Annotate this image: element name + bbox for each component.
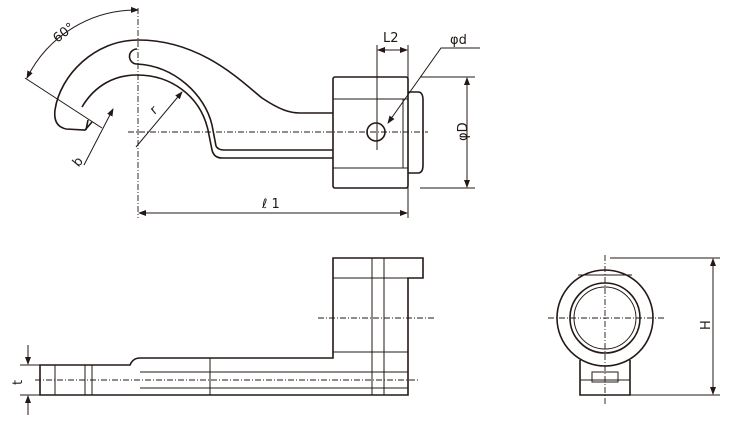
- end-view: H: [548, 255, 720, 405]
- r-label: r: [147, 103, 161, 118]
- top-view: 60° L2 φd r b φD ℓ 1: [24, 6, 480, 218]
- hook-slot: [128, 48, 333, 151]
- l2-label: L2: [383, 31, 399, 46]
- cylinder-body: [332, 76, 409, 189]
- end-view-base: [579, 360, 631, 396]
- b-label: b: [70, 154, 87, 170]
- phi-d-label: φd: [450, 33, 467, 48]
- flange: [408, 91, 424, 174]
- side-body: [39, 257, 424, 396]
- phi-d-leader: [387, 47, 480, 124]
- hook-inner-arc: [81, 74, 333, 159]
- pin-hole: [366, 122, 386, 142]
- hook-tip-edge: [85, 119, 89, 131]
- phi-D-label: φD: [456, 122, 471, 141]
- l1-label: ℓ 1: [261, 197, 280, 212]
- side-view: t: [11, 257, 435, 415]
- hook-outer-edge: [137, 39, 333, 114]
- t-label: t: [11, 380, 26, 385]
- angle-label: 60°: [50, 20, 77, 46]
- b-dimension: [83, 108, 114, 166]
- angle-dimension: [26, 6, 139, 79]
- hook-outer-arc: [53, 39, 139, 131]
- h-label: H: [699, 320, 714, 330]
- r-dimension: [135, 91, 183, 148]
